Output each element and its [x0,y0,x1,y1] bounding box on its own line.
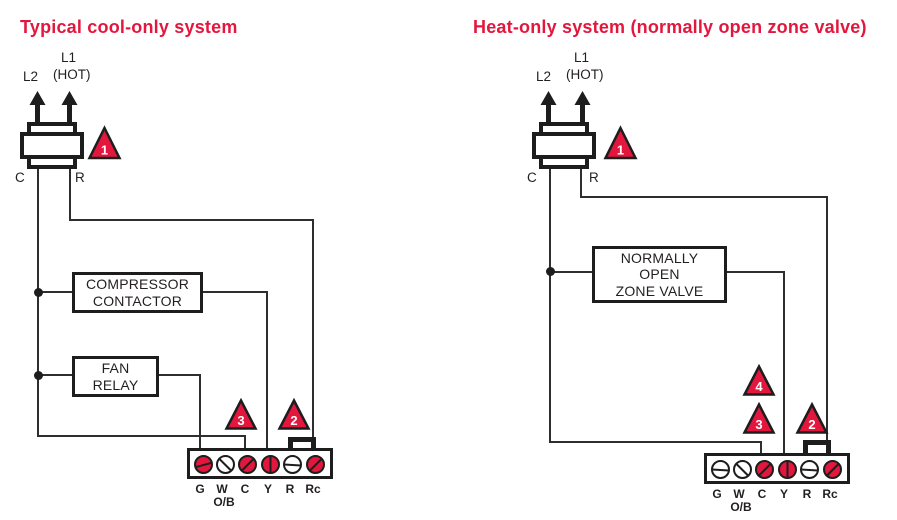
wire-valve-right [725,271,785,273]
box-line: RELAY [92,376,139,393]
terminal-label-g: G [195,482,205,496]
terminal-label-w: W [216,482,228,496]
terminal-label-r: R [285,482,295,496]
up-arrow-icon [61,91,78,125]
callout-triangle-2: 2 [277,398,311,430]
callout-number: 1 [617,143,624,158]
terminal-label-r: R [802,487,812,501]
callout-number: 3 [237,413,244,428]
up-arrow-icon [540,91,557,125]
callout-triangle-3: 3 [224,398,258,430]
terminal-screw-c [238,455,257,474]
wire-r-horizontal [580,196,828,198]
terminal-label-g: G [712,487,722,501]
wire-c-vertical [549,166,551,443]
junction-dot [34,288,43,297]
wire-c-terminal-drop [244,435,246,449]
callout-number: 3 [755,417,762,432]
jumper-bracket-r-rc [288,437,316,449]
box-line: NORMALLY [620,249,699,266]
callout-triangle-1: 1 [87,125,122,160]
terminal-screw-w [216,455,235,474]
up-arrow-icon [29,91,46,125]
diagram-title: Typical cool-only system [20,17,238,37]
wire-r-vertical [69,166,71,221]
box-line: OPEN [639,266,680,283]
terminal-label-c: C [757,487,767,501]
wire-fan-left [37,374,73,376]
terminal-sublabel-ob: O/B [730,500,752,514]
terminal-strip [187,448,333,479]
box-line: CONTACTOR [92,292,183,309]
transformer-core [20,132,84,159]
diagram-title: Heat-only system (normally open zone val… [473,17,867,37]
terminal-label-w: W [733,487,745,501]
wire-r-vertical [580,166,582,198]
wire-r-horizontal [69,219,314,221]
wire-fan-right [157,374,201,376]
terminal-screw-r [800,460,819,479]
callout-triangle-1: 1 [603,125,638,160]
terminal-screw-g [194,455,213,474]
callout-triangle-2: 2 [795,402,829,434]
callout-number: 2 [290,413,297,428]
transformer-core [532,132,596,159]
wire-c-horizontal [37,435,246,437]
wire-compressor-right [201,291,268,293]
box-line: COMPRESSOR [85,275,190,292]
l2-label: L2 [23,69,39,84]
terminal-screw-r [283,455,302,474]
terminal-screw-w [733,460,752,479]
terminal-label-y: Y [779,487,789,501]
callout-triangle-4: 4 [742,364,776,396]
l1-label: L1 [574,50,590,65]
callout-number: 2 [808,417,815,432]
component-box-fan-relay: FAN RELAY [72,356,159,397]
wire-compressor-left [37,291,73,293]
terminal-label-c: C [240,482,250,496]
terminal-screw-g [711,460,730,479]
c-lead-label: C [15,170,25,185]
junction-dot [34,371,43,380]
callout-number: 4 [755,379,763,394]
wire-y-terminal-drop [783,271,785,454]
wire-r-terminal-drop [312,219,314,440]
wire-g-terminal-drop [199,374,201,449]
terminal-screw-y [778,460,797,479]
r-lead-label: R [75,170,85,185]
component-box-zone-valve: NORMALLY OPEN ZONE VALVE [592,246,727,303]
up-arrow-icon [574,91,591,125]
callout-triangle-3: 3 [742,402,776,434]
jumper-bracket-r-rc [803,440,831,453]
component-box-compressor-contactor: COMPRESSOR CONTACTOR [72,272,203,313]
c-lead-label: C [527,170,537,185]
terminal-screw-rc [823,460,842,479]
l2-label: L2 [536,69,552,84]
terminal-sublabel-ob: O/B [213,495,235,509]
wire-y-terminal-drop [266,291,268,449]
terminal-screw-c [755,460,774,479]
terminal-strip [704,453,850,484]
wire-valve-left [549,271,595,273]
terminal-screw-y [261,455,280,474]
callout-number: 1 [101,143,108,158]
terminal-label-y: Y [263,482,273,496]
hot-label: (HOT) [566,67,604,82]
l1-label: L1 [61,50,77,65]
terminal-label-rc: Rc [305,482,321,496]
junction-dot [546,267,555,276]
wire-c-horizontal [549,441,762,443]
terminal-screw-rc [306,455,325,474]
wire-r-terminal-drop [826,196,828,443]
box-line: ZONE VALVE [615,282,704,299]
terminal-label-rc: Rc [822,487,838,501]
wire-c-terminal-drop [760,441,762,454]
box-line: FAN [101,359,130,376]
wire-c-vertical [37,166,39,437]
hot-label: (HOT) [53,67,91,82]
r-lead-label: R [589,170,599,185]
